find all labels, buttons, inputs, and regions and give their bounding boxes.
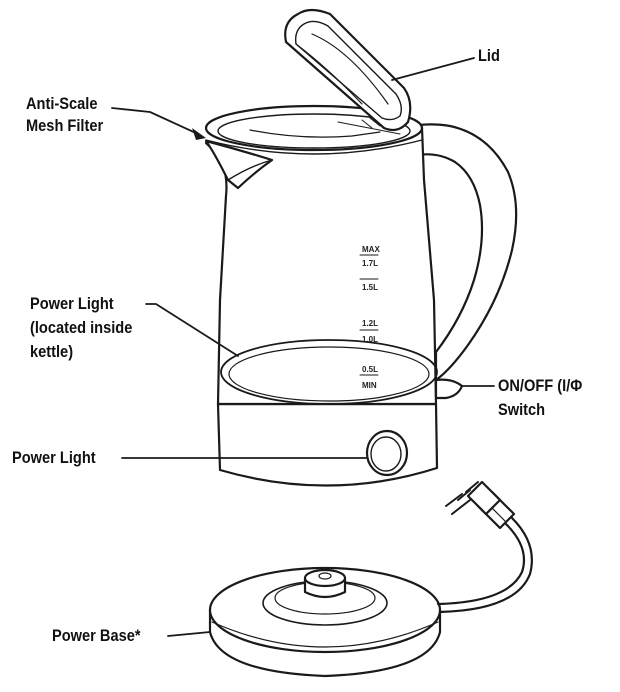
scale-1-2l: 1.2L bbox=[362, 319, 378, 328]
label-switch-line1: ON/OFF (I/Φ bbox=[498, 376, 582, 396]
label-power-base: Power Base* bbox=[52, 626, 141, 646]
scale-1-5l: 1.5L bbox=[362, 283, 378, 292]
scale-1-7l: 1.7L bbox=[362, 259, 378, 268]
on-off-switch bbox=[436, 380, 462, 398]
label-inside-light-line1: Power Light bbox=[30, 294, 114, 314]
label-filter-line1: Anti-Scale bbox=[26, 94, 98, 114]
leader-lid bbox=[392, 58, 474, 80]
scale-1-0l: 1.0L bbox=[362, 335, 378, 344]
label-inside-light-line2: (located inside bbox=[30, 318, 132, 338]
label-lid: Lid bbox=[478, 46, 500, 66]
scale-min: MIN bbox=[362, 381, 377, 390]
label-switch-line2: Switch bbox=[498, 400, 545, 420]
leader-filter bbox=[112, 108, 198, 134]
power-cord bbox=[438, 524, 524, 604]
scale-max: MAX bbox=[362, 245, 380, 254]
label-inside-light-line3: kettle) bbox=[30, 342, 73, 362]
scale-0-5l: 0.5L bbox=[362, 365, 378, 374]
label-filter-line2: Mesh Filter bbox=[26, 116, 103, 136]
leader-base bbox=[168, 632, 210, 636]
label-power-light: Power Light bbox=[12, 448, 96, 468]
